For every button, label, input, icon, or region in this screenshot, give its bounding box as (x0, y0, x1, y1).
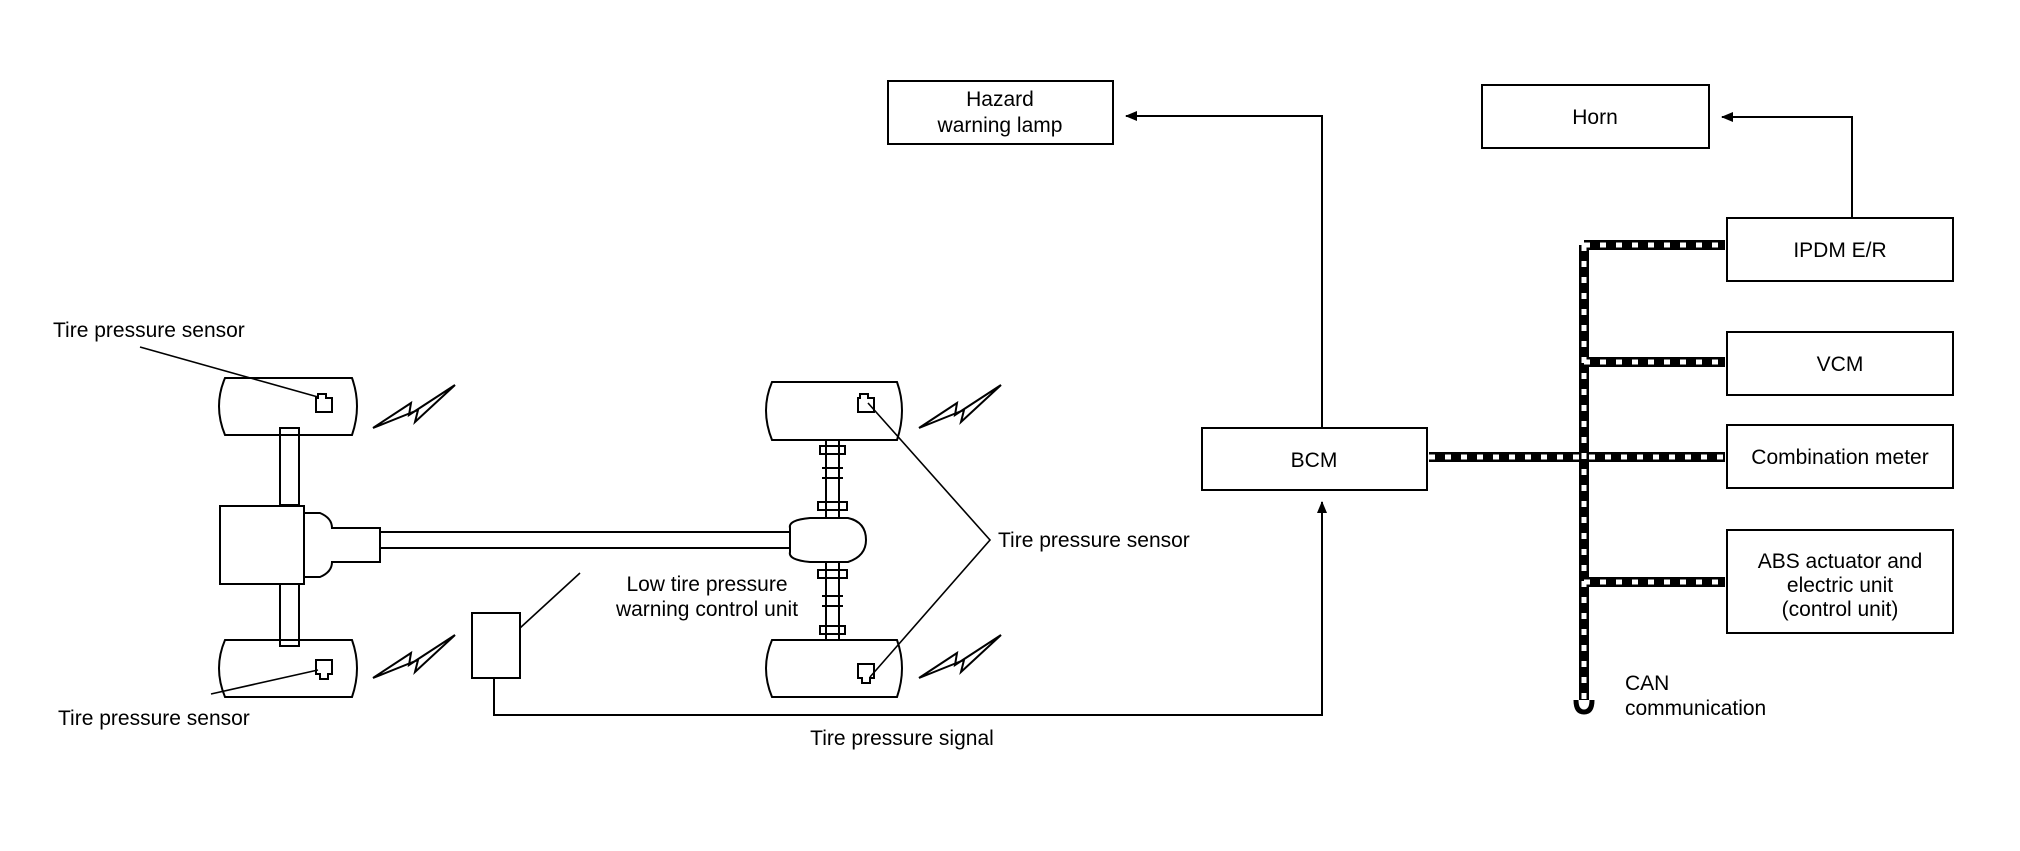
combination-meter-label: Combination meter (1751, 446, 1928, 469)
bcm-box: BCM (1201, 427, 1428, 491)
rear-top-sensor-leader (139, 346, 319, 398)
control-unit-leader (519, 572, 581, 629)
front-left-sensor-icon (857, 393, 875, 413)
can-bus (1429, 240, 1725, 715)
rear-bottom-sensor-label: Tire pressure sensor (58, 707, 250, 730)
combination-meter-box: Combination meter (1726, 424, 1954, 489)
horn-label: Horn (1572, 106, 1618, 129)
ipdm-er-box: IPDM E/R (1726, 217, 1954, 282)
hazard-lamp-label-line1: Hazard (966, 88, 1034, 111)
front-sensor-leader (867, 402, 992, 678)
bcm-label: BCM (1291, 449, 1338, 472)
vehicle-chassis (218, 377, 903, 698)
front-right-radio-icon (918, 634, 1002, 679)
front-left-radio-icon (918, 384, 1002, 429)
front-right-sensor-icon (857, 663, 875, 684)
hazard-warning-lamp-box: Hazard warning lamp (887, 80, 1114, 145)
rear-top-sensor-label: Tire pressure sensor (53, 319, 245, 342)
rear-left-tire (218, 377, 358, 436)
tire-pressure-signal-label: Tire pressure signal (810, 727, 994, 750)
abs-label-line1: ABS actuator and (1758, 550, 1923, 573)
hazard-lamp-label-line2: warning lamp (937, 114, 1063, 137)
ipdm-label: IPDM E/R (1793, 239, 1886, 262)
rear-right-sensor-icon (315, 659, 333, 680)
rear-right-tire (218, 639, 358, 698)
horn-box: Horn (1481, 84, 1710, 149)
control-unit-label-line2: warning control unit (615, 598, 798, 621)
rear-right-radio-icon (372, 634, 456, 679)
abs-label-line2: electric unit (1787, 574, 1893, 597)
tire-pressure-signal-arrow (493, 501, 1327, 716)
vcm-label: VCM (1817, 353, 1864, 376)
front-sensor-label: Tire pressure sensor (998, 529, 1190, 552)
can-label-line1: CAN (1625, 672, 1669, 695)
abs-label-line3: (control unit) (1782, 598, 1899, 621)
rear-left-sensor-icon (315, 393, 333, 413)
ipdm-to-horn-arrow (1721, 112, 1853, 218)
abs-actuator-box: ABS actuator and electric unit (control … (1726, 529, 1954, 634)
control-unit-label-line1: Low tire pressure (626, 573, 787, 596)
vcm-box: VCM (1726, 331, 1954, 396)
low-tire-pressure-control-unit (471, 612, 521, 679)
bcm-to-hazard-arrow (1125, 111, 1323, 428)
front-right-tire (765, 639, 903, 698)
rear-bottom-sensor-leader (210, 669, 319, 695)
rear-left-radio-icon (372, 384, 456, 429)
front-left-tire (765, 381, 903, 441)
can-label-line2: communication (1625, 697, 1766, 720)
